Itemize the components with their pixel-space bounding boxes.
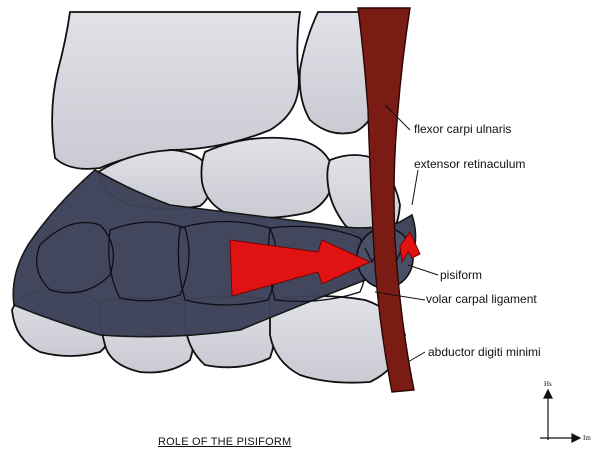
figure-caption: ROLE OF THE PISIFORM	[158, 436, 291, 448]
lunate-bone	[201, 138, 334, 218]
axis-label-horizontal: Im	[583, 434, 591, 442]
leader-abductor	[408, 352, 425, 362]
label-extensor-retinaculum: extensor retinaculum	[414, 157, 525, 171]
axis-horizontal-arrowhead	[572, 434, 580, 442]
axis-label-vertical: Hs	[544, 380, 552, 388]
axis-vertical-arrowhead	[544, 390, 552, 398]
label-pisiform: pisiform	[440, 268, 482, 282]
label-volar-carpal-ligament: volar carpal ligament	[426, 292, 537, 306]
label-flexor-carpi-ulnaris: flexor carpi ulnaris	[414, 122, 511, 136]
label-abductor-digiti-minimi: abductor digiti minimi	[428, 345, 541, 359]
leader-extensor	[412, 170, 418, 205]
leader-pisiform	[408, 265, 438, 275]
